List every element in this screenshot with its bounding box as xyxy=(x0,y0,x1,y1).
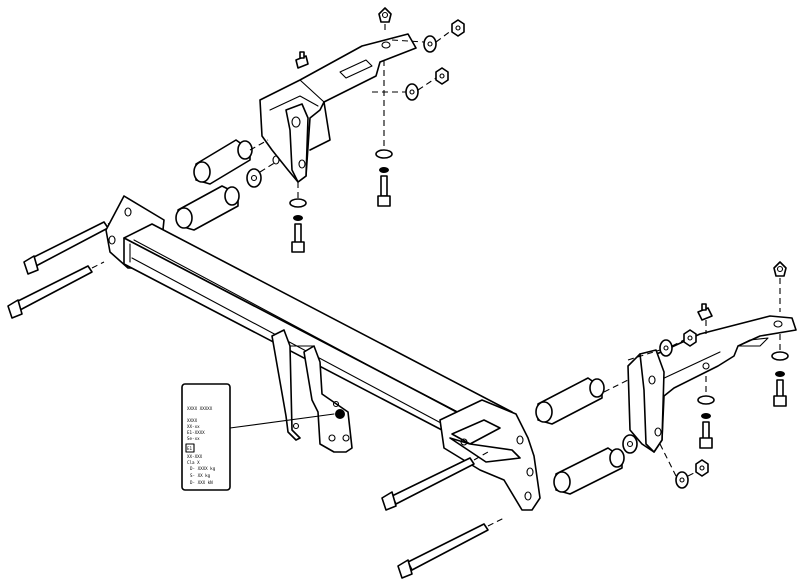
bolt-icon xyxy=(377,175,391,207)
washer-icon xyxy=(293,215,303,221)
bolt-icon xyxy=(291,223,305,253)
label-line: XXXX xyxy=(187,418,198,423)
cage-nut-icon xyxy=(295,51,309,69)
washer-icon xyxy=(423,35,437,53)
bolt-icon xyxy=(773,379,787,407)
right-long-bolts xyxy=(381,451,505,579)
washer-icon xyxy=(697,395,715,405)
washer-icon xyxy=(771,351,789,361)
right-fasteners xyxy=(627,261,789,489)
label-line: XXXX XXXXX xyxy=(187,406,213,411)
nut-icon xyxy=(695,459,709,477)
washer-icon xyxy=(379,167,389,173)
right-bracket xyxy=(627,315,797,453)
washer-icon xyxy=(375,149,393,159)
right-spacer-tubes xyxy=(535,377,653,495)
nut-icon xyxy=(435,67,449,85)
left-lower-fasteners xyxy=(289,60,393,253)
label-line: XX-xx xyxy=(187,424,200,429)
washer-icon xyxy=(659,339,673,357)
nut-icon xyxy=(451,19,465,37)
label-line: Cla X xyxy=(187,460,200,465)
washer-icon xyxy=(405,83,419,101)
tow-ball-mount xyxy=(439,399,541,511)
label-line: D- XXXX kg xyxy=(190,466,216,471)
washer-icon xyxy=(289,198,307,208)
cross-beam xyxy=(105,195,513,453)
cage-nut-icon xyxy=(697,303,713,321)
left-long-bolts xyxy=(7,217,121,319)
label-line: E1-XXXX xyxy=(187,430,205,435)
washer-icon xyxy=(775,371,785,377)
left-spacer-tubes xyxy=(175,139,277,231)
washer-icon xyxy=(246,168,262,188)
left-bracket xyxy=(259,33,417,183)
label-line: S- XX kg xyxy=(190,473,211,478)
identification-label: XXXX XXXXX XXXX XX-xx E1-XXXX Se-xx E1 X… xyxy=(181,383,335,491)
socket-plate xyxy=(271,329,353,453)
label-line: E1 xyxy=(187,446,193,451)
label-line: D- XXX kN xyxy=(190,480,213,485)
nut-icon xyxy=(683,329,697,347)
bolt-icon xyxy=(699,421,713,449)
label-line: Se-xx xyxy=(187,436,200,441)
washer-icon xyxy=(622,434,638,454)
label-line: XX-XXX xyxy=(187,454,203,459)
cage-nut-icon xyxy=(378,7,392,23)
washer-icon xyxy=(675,471,689,489)
washer-icon xyxy=(701,413,711,419)
left-upper-fasteners xyxy=(295,7,465,101)
cage-nut-icon xyxy=(773,261,787,277)
